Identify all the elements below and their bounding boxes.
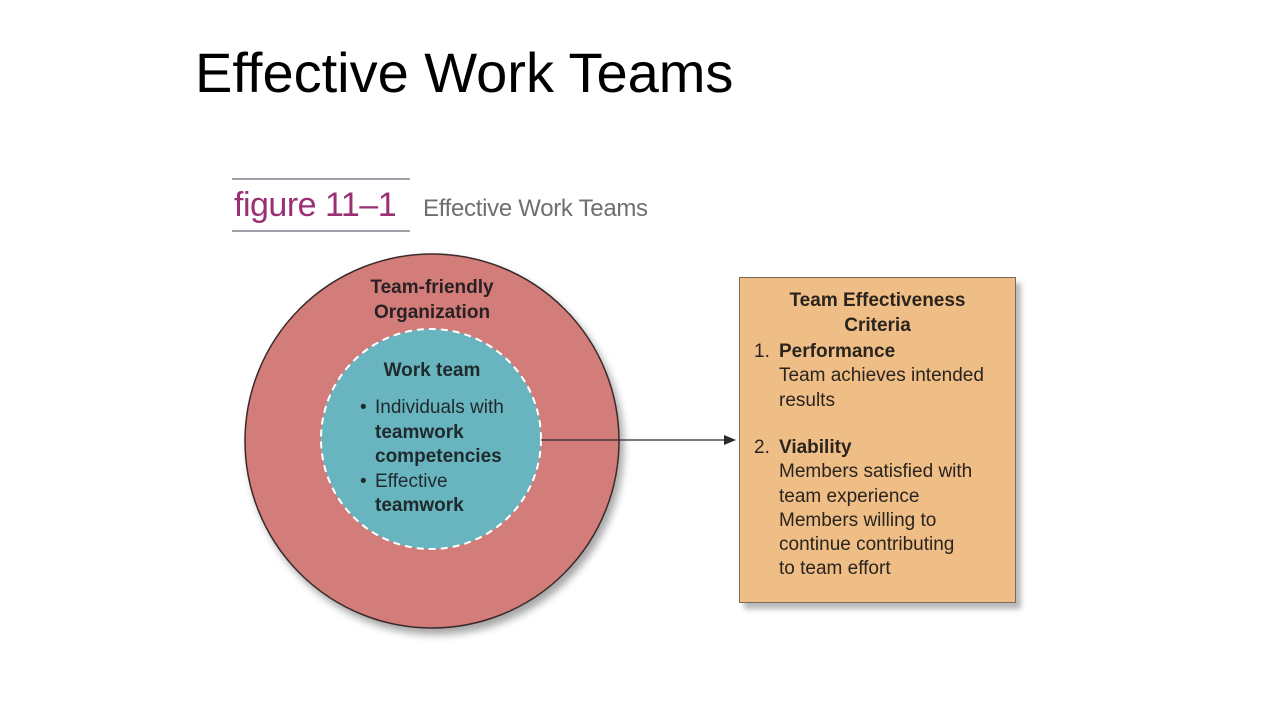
criteria-box: Team Effectiveness Criteria 1. Performan…	[739, 277, 1016, 603]
slide-title: Effective Work Teams	[195, 41, 734, 104]
list-item: • Individuals with teamwork competencies	[360, 396, 540, 470]
criteria-item-number: 1.	[754, 341, 770, 362]
criteria-item-line: team experience	[779, 485, 920, 507]
work-team-list: • Individuals with teamwork competencies…	[360, 396, 540, 519]
criteria-title-line1: Team Effectiveness	[789, 290, 966, 311]
bullet-icon: •	[360, 397, 367, 418]
list-item-text: Effective	[375, 470, 448, 492]
criteria-item-line: Members satisfied with	[779, 461, 973, 483]
list-item-bold: teamwork	[375, 495, 464, 516]
criteria-item-heading: Viability	[779, 437, 852, 458]
bullet-icon: •	[360, 470, 367, 492]
outer-circle-label: Team-friendly Organization	[332, 275, 532, 325]
criteria-item-line: to team effort	[779, 558, 891, 580]
figure-number: figure 11–1	[232, 178, 410, 232]
criteria-item-line: Team achieves intended	[779, 365, 984, 387]
list-item-text: Individuals with	[375, 397, 504, 418]
figure-title: Effective Work Teams	[423, 195, 648, 222]
criteria-title: Team Effectiveness Criteria	[740, 288, 1015, 338]
criteria-item-line: Members willing to	[779, 509, 937, 531]
criteria-item-viability: 2. Viability Members satisfied with team…	[754, 436, 1009, 582]
outer-label-line1: Team-friendly	[370, 277, 494, 298]
outer-label-line2: Organization	[373, 302, 491, 323]
criteria-item-performance: 1. Performance Team achieves intended re…	[754, 340, 1009, 413]
criteria-title-line2: Criteria	[844, 315, 911, 336]
list-item: • Effective teamwork	[360, 470, 540, 519]
criteria-item-line: results	[779, 389, 835, 411]
criteria-item-heading: Performance	[779, 341, 896, 362]
inner-circle	[320, 328, 542, 550]
list-item-bold: teamwork competencies	[375, 421, 502, 468]
criteria-item-number: 2.	[754, 437, 770, 458]
criteria-item-line: continue contributing	[779, 534, 955, 556]
inner-circle-title: Work team	[383, 360, 481, 381]
